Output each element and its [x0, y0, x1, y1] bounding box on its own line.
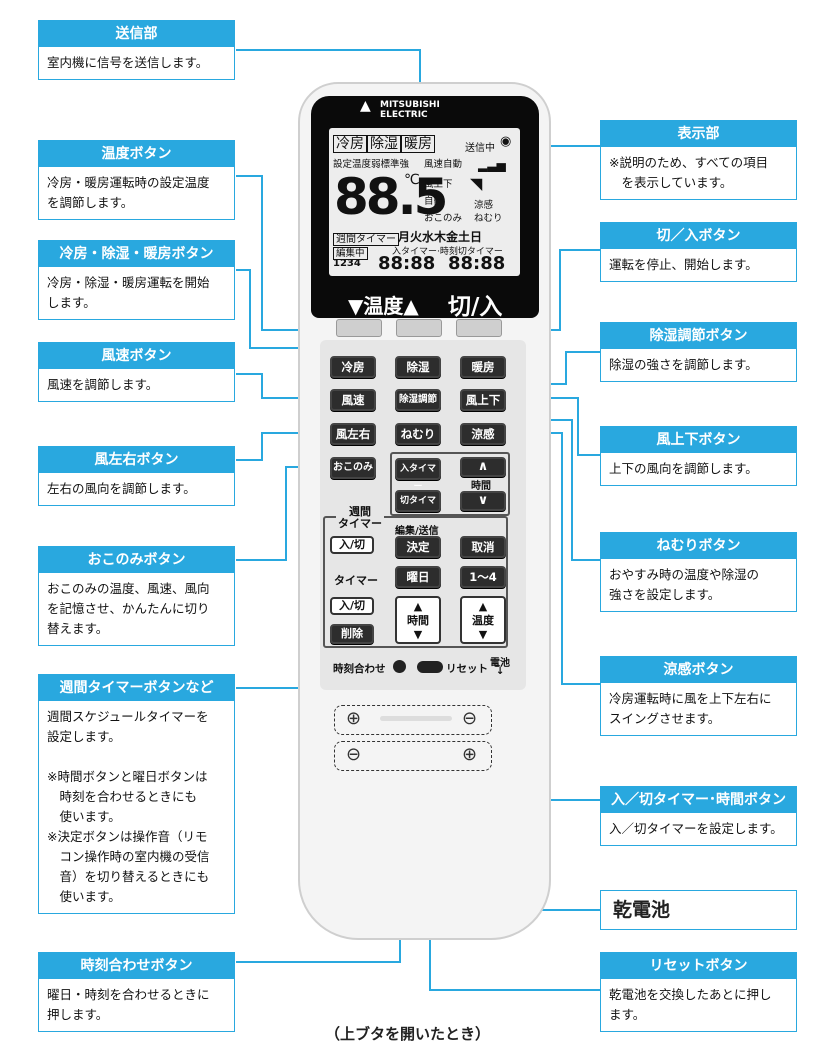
battery-divider [380, 716, 452, 721]
down-arrow-icon: ▼ [478, 628, 488, 641]
lcd-ryokan: 涼感 [474, 200, 494, 211]
lcd-settei: 設定温度弱標準強 [333, 159, 410, 170]
callout-reibo: 冷房・除湿・暖房ボタン冷房・除湿・暖房運転を開始 します。 [38, 240, 235, 320]
lcd-shukan-timer: 週間タイマー [333, 230, 399, 246]
joshitsu-chosetsu-button[interactable]: 除湿調節 [395, 389, 441, 411]
callout-kazejoge: 風上下ボタン上下の風向を調節します。 [600, 426, 797, 486]
nemuri-button[interactable]: ねむり [395, 423, 441, 445]
louver-icon: ◥ [470, 174, 483, 193]
plus-icon: ⊕ [462, 744, 478, 765]
callout-joshitsu: 除湿調節ボタン除湿の強さを調節します。 [600, 322, 797, 382]
danbo-button[interactable]: 暖房 [460, 356, 506, 378]
lcd-modes: 冷房除湿暖房 [333, 133, 435, 153]
sakujo-button[interactable]: 削除 [330, 624, 374, 644]
minus-icon: ⊖ [346, 744, 362, 765]
kazesayu-button[interactable]: 風左右 [330, 423, 376, 445]
callout-ryokan: 涼感ボタン冷房運転時に風を上下左右に スイングさせます。 [600, 656, 797, 736]
okonomi-button[interactable]: おこのみ [330, 457, 376, 479]
lcd-weekdays: 月火水木金土日 [398, 230, 483, 244]
down-arrow-icon: ▼ [413, 628, 423, 641]
kiritimer-button[interactable]: 切タイマー [395, 490, 441, 524]
jikan-button[interactable]: ▲時間▼ [395, 596, 441, 644]
lcd-fusoku-jido: 風速自動 [424, 159, 463, 170]
lcd-okonomi: おこのみ [424, 213, 463, 224]
callout-hyoji: 表示部※説明のため、すべての項目 を表示しています。 [600, 120, 797, 200]
yobi-button[interactable]: 曜日 [395, 566, 441, 588]
iritimer-button[interactable]: 入タイマー [395, 458, 441, 492]
lcd-deg: ℃ [404, 172, 420, 188]
down-arrow-icon: ↓ [496, 666, 505, 677]
callout-timer: 入／切タイマー･時間ボタン入／切タイマーを設定します。 [600, 786, 797, 846]
temp-up-button[interactable] [396, 319, 442, 337]
minus-icon: ⊖ [462, 708, 478, 729]
callout-ondo: 温度ボタン冷房・暖房運転時の設定温度 を調節します。 [38, 140, 235, 220]
callout-reset: リセットボタン乾電池を交換したあとに押し ます。 [600, 952, 797, 1032]
callout-soushin: 送信部室内機に信号を送信します。 [38, 20, 235, 80]
jikoku-awase-label: 時刻合わせ [333, 663, 386, 675]
reibo-button[interactable]: 冷房 [330, 356, 376, 378]
lcd-soshinchu: 送信中 [465, 143, 495, 154]
timer-group [390, 452, 510, 516]
battery-slot-2 [334, 741, 492, 771]
lcd-nemuri: ねむり [474, 213, 503, 224]
callout-nemuri: ねむりボタンおやすみ時の温度や除湿の 強さを設定します。 [600, 532, 797, 612]
callout-kiri: 切／入ボタン運転を停止、開始します。 [600, 222, 797, 282]
lcd-temp: 88.5 [334, 168, 448, 226]
battery-slot-1 [334, 705, 492, 735]
timer-up-button[interactable]: ∧ [460, 457, 506, 477]
lcd-time1: 88:88 [378, 253, 436, 274]
power-button[interactable] [456, 319, 502, 337]
fan-level-icon: ▂▃▅ [478, 158, 506, 172]
lcd-time2: 88:88 [448, 253, 506, 274]
joshitsu-button[interactable]: 除湿 [395, 356, 441, 378]
henshu-soshin-label: 編集/送信 [395, 526, 439, 537]
plus-icon: ⊕ [346, 708, 362, 729]
timer-irikiri-button[interactable]: 入/切 [330, 597, 374, 615]
weekly-timer-label: タイマー [334, 574, 378, 587]
torikeshi-button[interactable]: 取消 [460, 536, 506, 558]
weekly-group [323, 516, 508, 648]
callout-shukan: 週間タイマーボタンなど週間スケジュールタイマーを 設定します。 ※時間ボタンと曜… [38, 674, 235, 914]
weekly-irikiri-button[interactable]: 入/切 [330, 536, 374, 554]
callout-jikoku: 時刻合わせボタン曜日・時刻を合わせるときに 押します。 [38, 952, 235, 1032]
fusoku-button[interactable]: 風速 [330, 389, 376, 411]
callout-okonomi: おこのみボタンおこのみの温度、風速、風向 を記憶させ、かんたんに切り 替えます。 [38, 546, 235, 646]
caption: （上ブタを開いたとき） [325, 1025, 491, 1043]
ondo-button[interactable]: ▲温度▼ [460, 596, 506, 644]
lcd-label-ondo: ▼温度▲ [348, 294, 419, 318]
temp-down-button[interactable] [336, 319, 382, 337]
lcd-henshuchu: 編集中 [333, 245, 368, 260]
callout-kazesayu: 風左右ボタン左右の風向を調節します。 [38, 446, 235, 506]
reset-label: リセット [446, 663, 488, 675]
lcd-screen [329, 128, 520, 276]
weekly-title: 週間 タイマー [336, 505, 384, 530]
reset-button[interactable] [417, 661, 443, 673]
timer-jikan-label: 時間 [471, 481, 491, 492]
lcd-jido: 自動 [424, 196, 444, 207]
callout-fusoku: 風速ボタン風速を調節します。 [38, 342, 235, 402]
callout-kandenchi: 乾電池 [600, 890, 797, 930]
range-button[interactable]: 1〜4 [460, 566, 506, 588]
up-arrow-icon: ▲ [478, 600, 488, 613]
ryokan-button[interactable]: 涼感 [460, 423, 506, 445]
jikoku-awase-button[interactable] [393, 660, 406, 673]
lcd-kazejoge: 風上下 [424, 179, 453, 190]
timer-down-button[interactable]: ∨ [460, 491, 506, 511]
lcd-label-kiri: 切/入 [448, 294, 503, 320]
lcd-nums: 1234 [333, 258, 361, 269]
denchi-label: 電池 [490, 658, 510, 669]
up-arrow-icon: ▲ [413, 600, 423, 613]
kettei-button[interactable]: 決定 [395, 536, 441, 558]
lcd-timer-labels: 入タイマー·時刻切タイマー [392, 247, 503, 257]
kazejoge-button[interactable]: 風上下 [460, 389, 506, 411]
signal-icon: ◉ [500, 134, 512, 149]
